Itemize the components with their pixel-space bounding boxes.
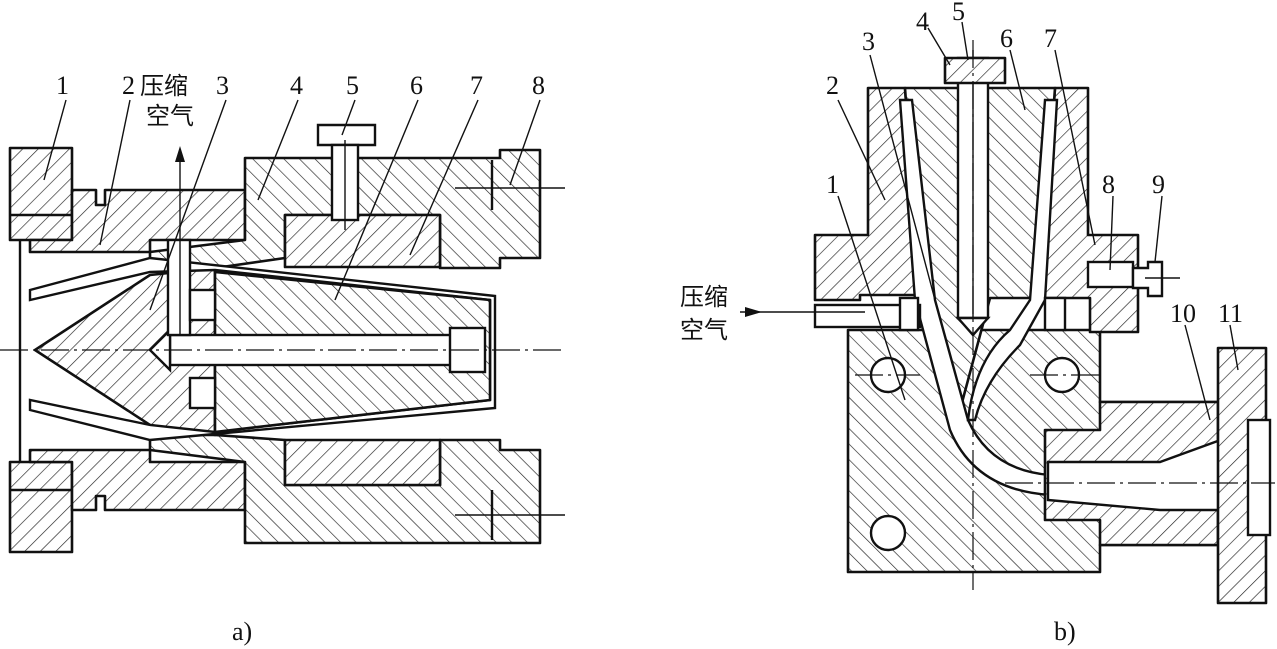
b-callout-5: 5	[952, 0, 965, 26]
b-callout-4: 4	[916, 7, 929, 36]
a-leaders	[43, 99, 541, 311]
a-flange-top	[8, 146, 74, 242]
b-callout-8: 8	[1102, 170, 1115, 199]
panel-a: 1 2 3 4 5 6 7 8 压缩 空气 a)	[0, 71, 565, 646]
b-flow-channel-right	[966, 98, 1059, 422]
b-callout-2: 2	[826, 71, 839, 100]
b-air-inlet	[813, 303, 922, 329]
b-air-label-1: 压缩	[680, 283, 728, 311]
b-callout-7: 7	[1044, 24, 1057, 53]
b-callout-9: 9	[1152, 170, 1165, 199]
b-callout-10: 10	[1170, 299, 1196, 328]
a-callout-4: 4	[290, 71, 303, 100]
a-callout-2: 2	[122, 71, 135, 100]
panel-b: 1 2 3 4 5 6 7 8 9 10 11 压缩 空气 b)	[680, 0, 1275, 646]
b-screw-9	[1131, 260, 1164, 298]
b-callout-1: 1	[826, 170, 839, 199]
a-flange-bottom	[8, 460, 74, 554]
a-bolt-5-head	[316, 123, 377, 147]
b-leaders	[837, 21, 1239, 421]
a-air-label-2: 空气	[146, 102, 194, 130]
a-callout-6: 6	[410, 71, 423, 100]
a-air-tube	[166, 238, 192, 337]
b-callout-3: 3	[862, 27, 875, 56]
a-block-7-lower	[283, 438, 442, 487]
a-callout-8: 8	[532, 71, 545, 100]
a-caption: a)	[232, 617, 252, 646]
a-part2-bottom	[28, 448, 247, 512]
b-callout-11: 11	[1218, 299, 1243, 328]
a-callout-1: 1	[56, 71, 69, 100]
a-callout-5: 5	[346, 71, 359, 100]
a-callout-3: 3	[216, 71, 229, 100]
b-nut-4	[943, 56, 1007, 85]
a-air-label-1: 压缩	[140, 72, 188, 100]
a-block-7	[283, 213, 442, 269]
b-callout-6: 6	[1000, 24, 1013, 53]
a-callout-7: 7	[470, 71, 483, 100]
b-air-label-2: 空气	[680, 316, 728, 344]
b-caption: b)	[1054, 617, 1076, 646]
